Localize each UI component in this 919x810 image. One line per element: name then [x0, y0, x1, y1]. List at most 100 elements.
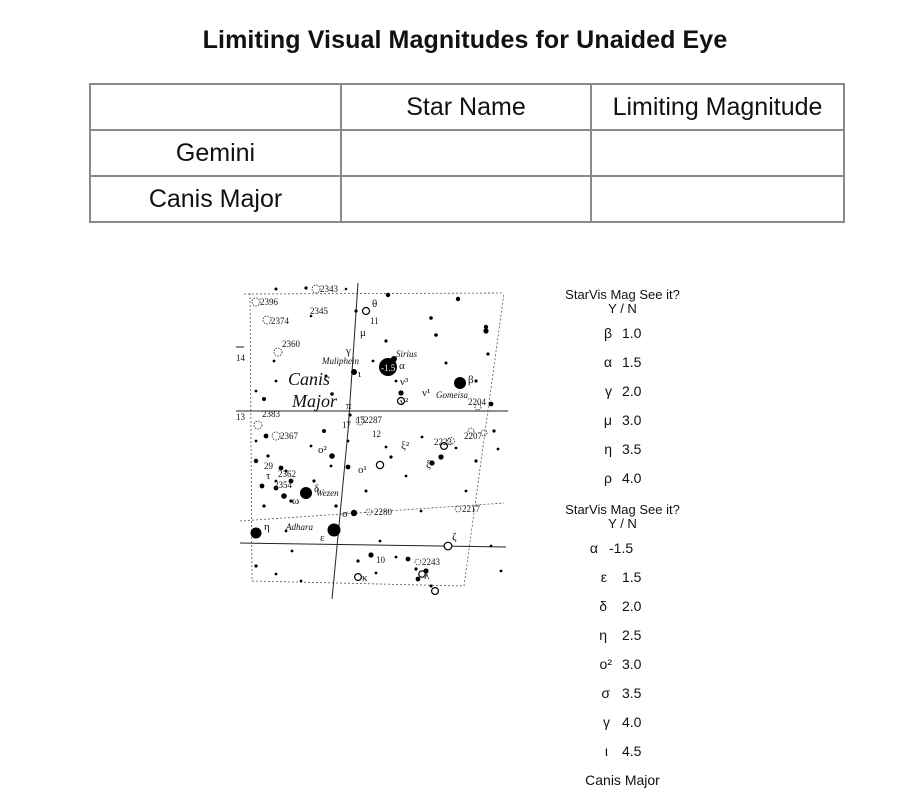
star-magnitude: 1.5: [622, 569, 642, 585]
canis-major-star-chart: -1.5 Canis Major Sirius Muliphein Gomeis…: [236, 282, 508, 600]
star-magnitude: 3.0: [622, 656, 642, 672]
table-header-cell: Limiting Magnitude: [590, 83, 845, 131]
constellation-name-line2: Major: [291, 391, 338, 411]
table-header-cell: [89, 83, 342, 131]
table-cell-limiting-magnitude[interactable]: [590, 129, 845, 177]
greek-label: θ: [372, 298, 377, 310]
star-number-label: 12: [372, 429, 381, 439]
magnitude-table: Star Name Limiting Magnitude Gemini Cani…: [89, 83, 845, 223]
greek-label: ο¹: [358, 464, 367, 476]
greek-label: γ: [345, 345, 351, 357]
star-label-muliphein: Muliphein: [321, 356, 359, 366]
star-number-label: 29: [264, 461, 274, 471]
star-magnitude: 3.5: [622, 685, 642, 701]
star-magnitude: 3.0: [622, 412, 642, 428]
page-title: Limiting Visual Magnitudes for Unaided E…: [202, 26, 728, 54]
star-symbol: α: [589, 540, 598, 556]
star-number-label: 14: [236, 353, 246, 363]
ngc-label: 2223: [434, 437, 453, 447]
greek-label: ο²: [318, 444, 328, 456]
greek-label: ι: [358, 368, 361, 380]
table-row: Canis Major: [89, 175, 845, 223]
greek-label: ξ¹: [426, 459, 434, 471]
star-number-label: 17: [342, 420, 352, 430]
star-number-label: 13: [236, 412, 246, 422]
panel-subheader: Y / N: [608, 301, 637, 316]
table-cell-constellation: Gemini: [89, 129, 342, 177]
table-cell-limiting-magnitude[interactable]: [590, 175, 845, 223]
star-number-label: 11: [370, 316, 379, 326]
ngc-label: 2345: [310, 306, 329, 316]
table-cell-star-name[interactable]: [340, 175, 592, 223]
greek-label: ν²: [400, 396, 409, 408]
greek-label: τ: [266, 470, 271, 482]
star-magnitude: 4.0: [622, 470, 642, 486]
star-symbol: γ: [603, 714, 610, 730]
star-magnitude: 2.5: [622, 627, 642, 643]
ngc-label: 2374: [271, 316, 290, 326]
table-header-row: Star Name Limiting Magnitude: [89, 83, 845, 131]
greek-label: ε: [320, 532, 325, 544]
greek-label: κ: [362, 572, 368, 584]
ngc-label: 2360: [282, 339, 301, 349]
ngc-label: 2280: [374, 507, 393, 517]
ngc-label: 2367: [280, 431, 299, 441]
table-header-cell: Star Name: [340, 83, 592, 131]
greek-label: η: [264, 521, 270, 533]
star-magnitude: 2.0: [622, 383, 642, 399]
constellation-name-line1: Canis: [288, 369, 330, 389]
star-label-wezen: Wezen: [316, 488, 339, 498]
ngc-label: 2217: [462, 504, 481, 514]
star-magnitude: 4.5: [622, 743, 642, 759]
star-symbol: o²: [599, 656, 612, 672]
footer-caption: Canis Major: [585, 772, 660, 788]
ngc-label: 2343: [320, 284, 339, 294]
star-magnitude: -1.5: [609, 540, 634, 556]
ngc-label: 2383: [262, 409, 281, 419]
greek-label: ν³: [400, 376, 409, 388]
star-label-adhara: Adhara: [285, 522, 314, 532]
star-symbol: ι: [604, 743, 608, 759]
greek-label: μ: [360, 327, 366, 339]
ngc-label: 2362: [278, 469, 296, 479]
greek-label: ξ²: [401, 440, 410, 452]
star-number-label: 10: [376, 555, 386, 565]
star-magnitude: 4.0: [622, 714, 642, 730]
star-magnitude: 1.5: [622, 354, 642, 370]
star-magnitude: 3.5: [622, 441, 642, 457]
star-label-gomeisa: Gomeisa: [436, 390, 468, 400]
greek-label: ζ: [452, 531, 457, 543]
greek-label: ω: [292, 495, 299, 507]
greek-label: π: [346, 400, 352, 412]
greek-label: δ: [314, 483, 319, 495]
greek-label: σ: [342, 508, 348, 520]
star-label-sirius: Sirius: [396, 349, 418, 359]
ngc-label: 2207: [464, 431, 483, 441]
star-magnitude: 1.0: [622, 325, 642, 341]
star-symbol: μ: [603, 412, 612, 428]
panel-header: StarVis Mag See it?: [565, 502, 680, 517]
star-number-label: 15: [356, 415, 366, 425]
star-symbol: ρ: [604, 470, 612, 486]
star-magnitude: 2.0: [622, 598, 642, 614]
greek-label: ν¹: [422, 387, 430, 399]
ngc-label: 2243: [422, 557, 441, 567]
star-symbol: γ: [605, 383, 612, 399]
table-cell-star-name[interactable]: [340, 129, 592, 177]
star-symbol: η: [599, 627, 607, 643]
panel-subheader: Y / N: [608, 516, 637, 531]
star-symbol: β: [603, 325, 612, 341]
ngc-label: 2396: [260, 297, 279, 307]
ngc-label: 2354: [274, 480, 293, 490]
star-symbol: δ: [599, 598, 607, 614]
greek-label: λ: [424, 570, 430, 582]
table-row: Gemini: [89, 129, 845, 177]
ngc-label: 2204: [468, 397, 487, 407]
star-symbol: ε: [600, 569, 607, 585]
greek-label: β: [468, 374, 474, 386]
table-cell-constellation: Canis Major: [89, 175, 342, 223]
star-symbol: η: [604, 441, 612, 457]
canis-major-star-panel: StarVis Mag See it? Y / N α -1.5 ε 1.5 δ 2.…: [560, 502, 685, 760]
star-symbol: α: [603, 354, 612, 370]
